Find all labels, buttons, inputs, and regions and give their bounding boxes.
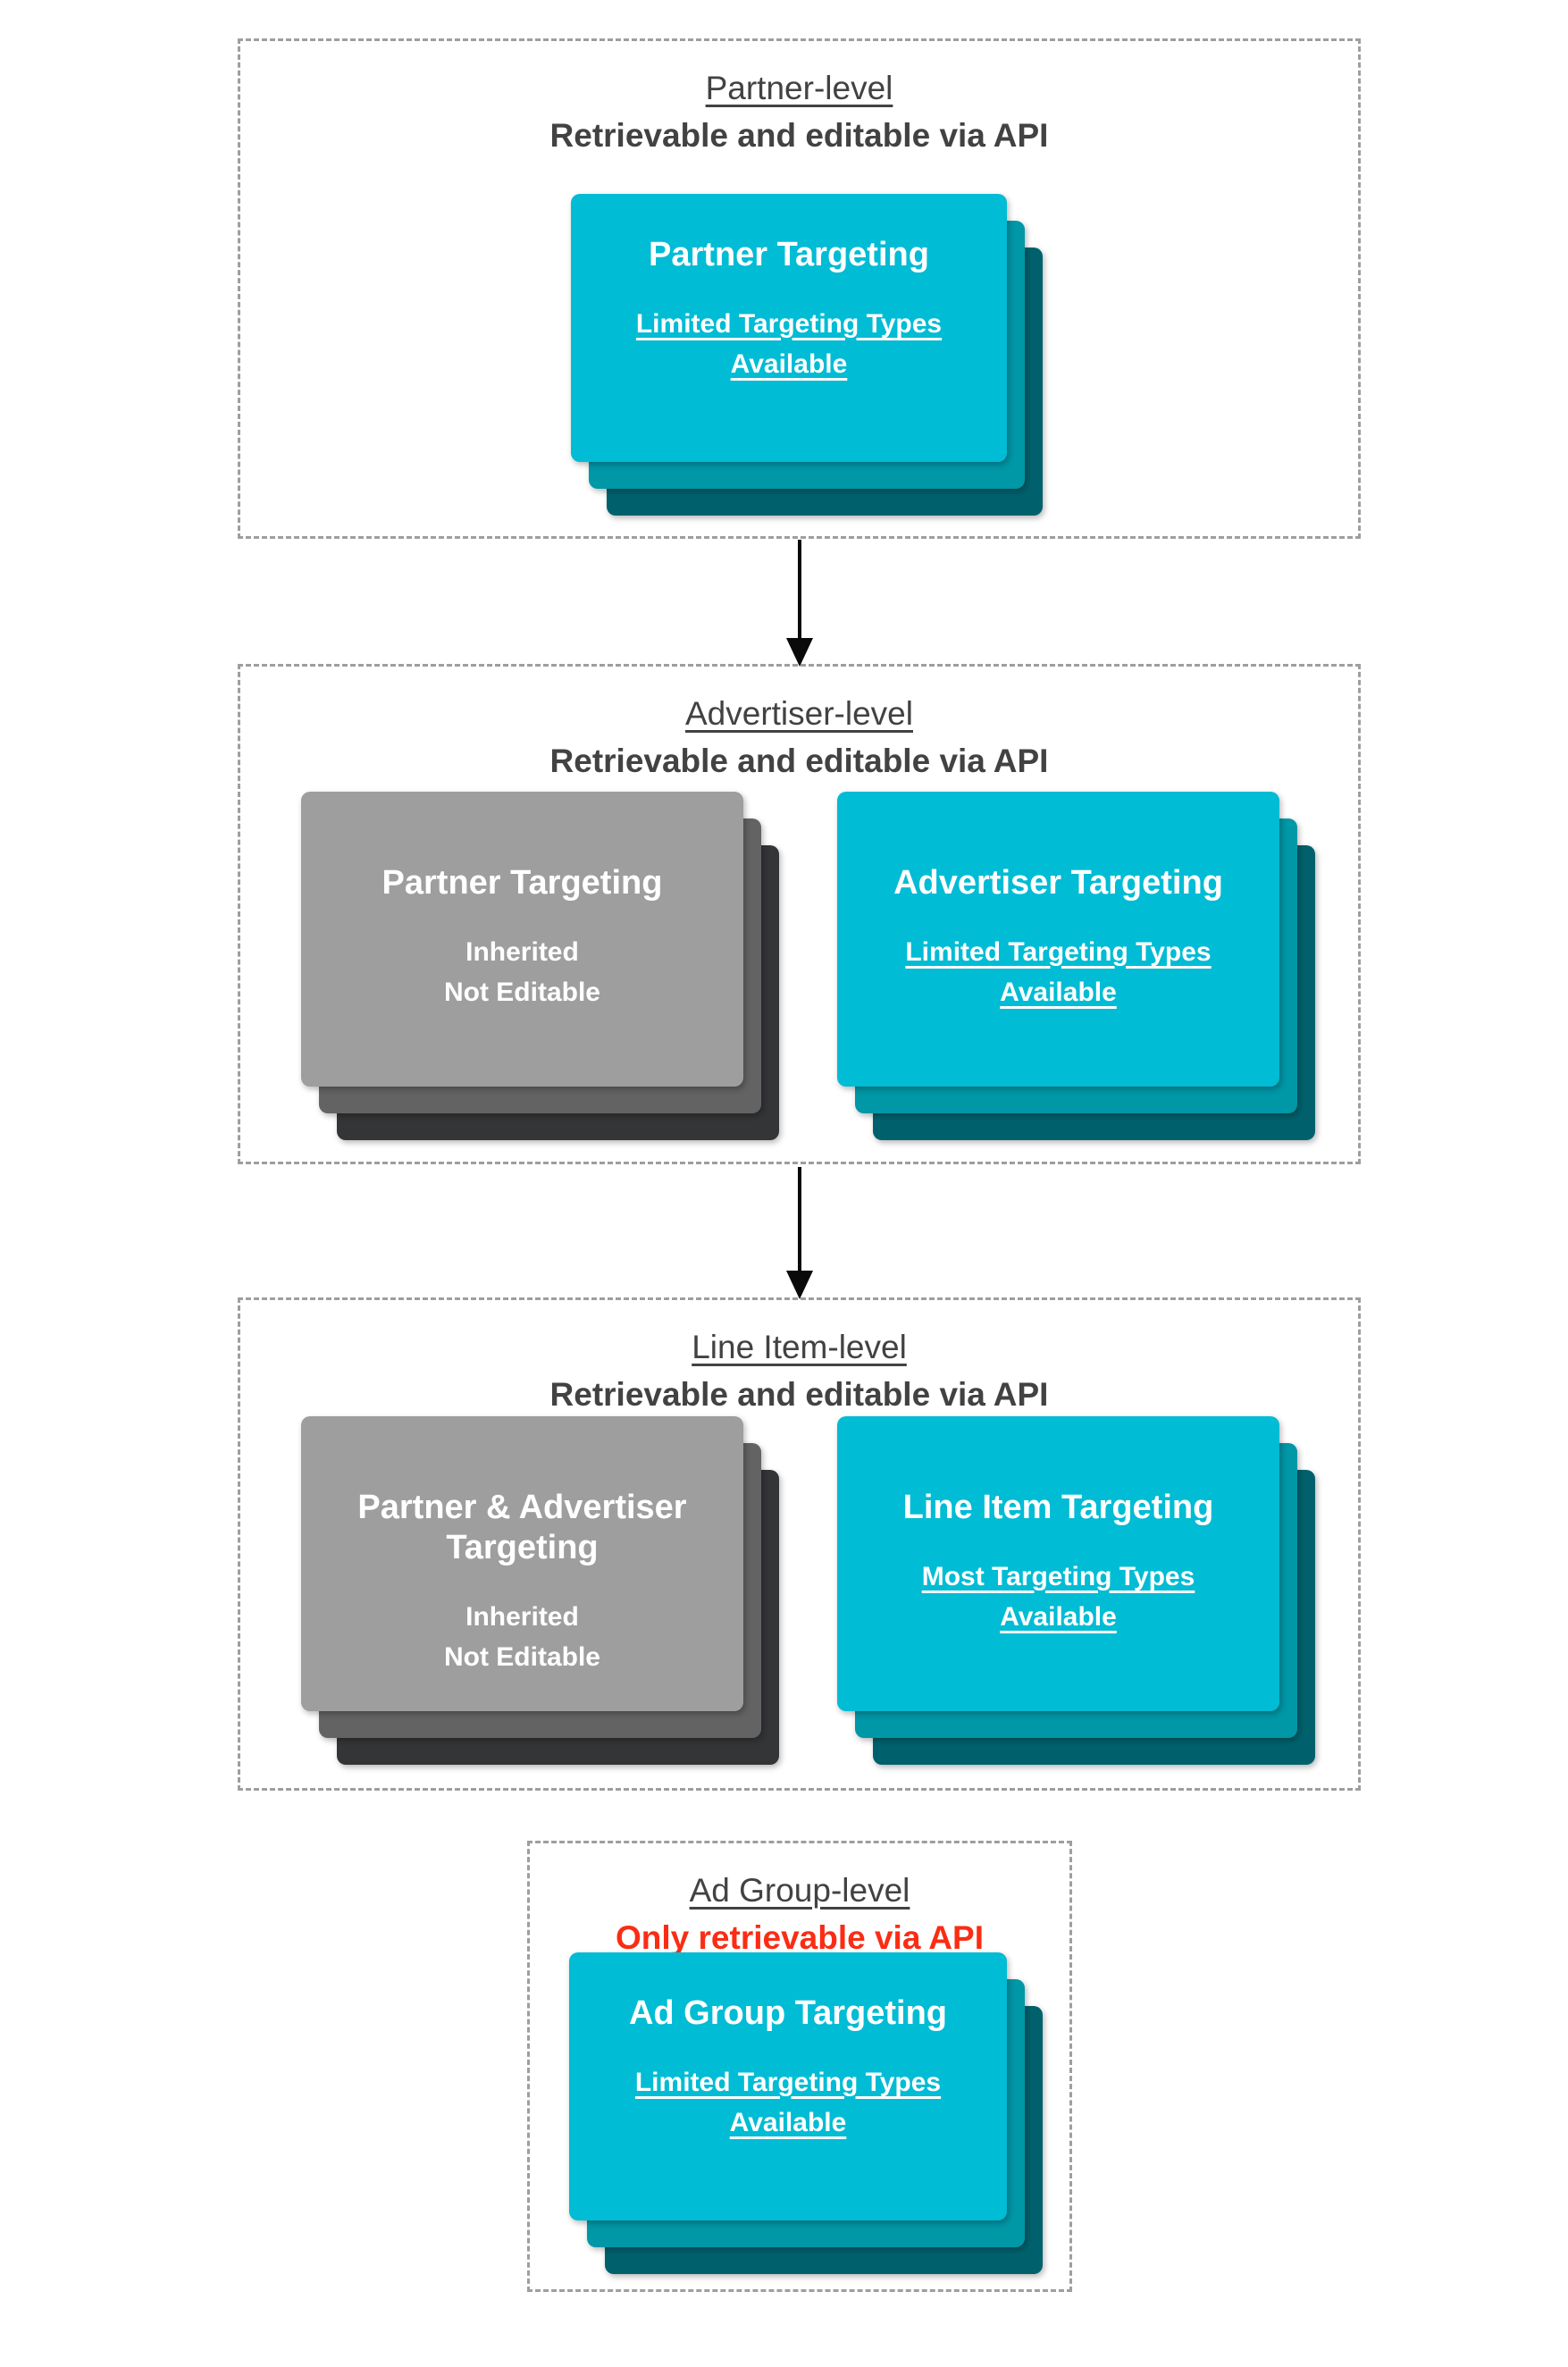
card-stack-ad-group-targeting: Ad Group Targeting Limited Targeting Typ… bbox=[569, 1952, 1043, 2274]
section-subtitle: Retrievable and editable via API bbox=[549, 742, 1049, 779]
line-item-targeting-card: Line Item Targeting Most Targeting Types… bbox=[837, 1416, 1279, 1711]
card-subtitle-line: Most Targeting Types bbox=[921, 1561, 1195, 1591]
card-subtitle-line: Not Editable bbox=[443, 1641, 600, 1672]
card-subtitle-line: Available bbox=[1000, 977, 1117, 1007]
flow-arrow-partner-to-advertiser bbox=[798, 540, 801, 638]
card-subtitle-line: Limited Targeting Types bbox=[635, 308, 943, 339]
card-subtitle: Limited Targeting Types Available bbox=[905, 932, 1211, 1012]
card-subtitle-line: Inherited bbox=[465, 936, 579, 967]
flow-arrow-advertiser-to-line-item bbox=[798, 1167, 801, 1271]
section-header: Line Item-level Retrievable and editable… bbox=[240, 1325, 1358, 1416]
card-title: Partner Targeting bbox=[649, 236, 929, 273]
section-subtitle: Only retrievable via API bbox=[616, 1918, 984, 1956]
card-subtitle-line: Limited Targeting Types bbox=[905, 936, 1212, 967]
section-title: Advertiser-level bbox=[685, 695, 913, 732]
card-subtitle: Limited Targeting Types Available bbox=[636, 304, 942, 384]
section-title: Line Item-level bbox=[692, 1329, 907, 1365]
section-header: Advertiser-level Retrievable and editabl… bbox=[240, 692, 1358, 783]
inherited-partner-advertiser-targeting-card: Partner & Advertiser Targeting Inherited… bbox=[301, 1416, 743, 1711]
card-stack-inherited-partner-advertiser-targeting: Partner & Advertiser Targeting Inherited… bbox=[301, 1416, 779, 1765]
card-subtitle: Inherited Not Editable bbox=[444, 932, 600, 1012]
ad-group-targeting-card: Ad Group Targeting Limited Targeting Typ… bbox=[569, 1952, 1007, 2220]
card-stack-advertiser-targeting: Advertiser Targeting Limited Targeting T… bbox=[837, 792, 1315, 1140]
partner-level-section: Partner-level Retrievable and editable v… bbox=[238, 38, 1361, 539]
card-title: Line Item Targeting bbox=[902, 1489, 1214, 1526]
advertiser-targeting-card: Advertiser Targeting Limited Targeting T… bbox=[837, 792, 1279, 1087]
card-subtitle-line: Limited Targeting Types bbox=[634, 2067, 942, 2097]
advertiser-level-section: Advertiser-level Retrievable and editabl… bbox=[238, 664, 1361, 1164]
card-subtitle-line: Not Editable bbox=[443, 977, 600, 1007]
card-subtitle-line: Available bbox=[730, 348, 848, 379]
card-stack-inherited-partner-targeting: Partner Targeting Inherited Not Editable bbox=[301, 792, 779, 1140]
section-header: Ad Group-level Only retrievable via API bbox=[530, 1868, 1069, 1960]
section-title: Ad Group-level bbox=[689, 1872, 910, 1909]
inherited-partner-targeting-card: Partner Targeting Inherited Not Editable bbox=[301, 792, 743, 1087]
card-subtitle-line: Inherited bbox=[465, 1601, 579, 1632]
card-title: Partner Targeting bbox=[382, 864, 663, 902]
card-subtitle: Most Targeting Types Available bbox=[922, 1557, 1195, 1637]
card-stack-partner-targeting: Partner Targeting Limited Targeting Type… bbox=[571, 194, 1043, 516]
section-subtitle: Retrievable and editable via API bbox=[549, 1375, 1049, 1413]
partner-targeting-card: Partner Targeting Limited Targeting Type… bbox=[571, 194, 1007, 462]
card-subtitle-line: Available bbox=[729, 2107, 847, 2137]
card-title: Ad Group Targeting bbox=[628, 1994, 948, 2032]
section-subtitle: Retrievable and editable via API bbox=[549, 116, 1049, 154]
card-title: Advertiser Targeting bbox=[893, 864, 1223, 902]
line-item-level-section: Line Item-level Retrievable and editable… bbox=[238, 1297, 1361, 1791]
card-subtitle: Inherited Not Editable bbox=[444, 1597, 600, 1677]
card-stack-line-item-targeting: Line Item Targeting Most Targeting Types… bbox=[837, 1416, 1315, 1765]
section-header: Partner-level Retrievable and editable v… bbox=[240, 66, 1358, 157]
card-title: Partner & Advertiser Targeting bbox=[357, 1489, 687, 1566]
section-title: Partner-level bbox=[705, 70, 893, 106]
card-subtitle-line: Available bbox=[1000, 1601, 1117, 1632]
ad-group-level-section: Ad Group-level Only retrievable via API … bbox=[527, 1841, 1072, 2292]
card-subtitle: Limited Targeting Types Available bbox=[635, 2062, 941, 2143]
